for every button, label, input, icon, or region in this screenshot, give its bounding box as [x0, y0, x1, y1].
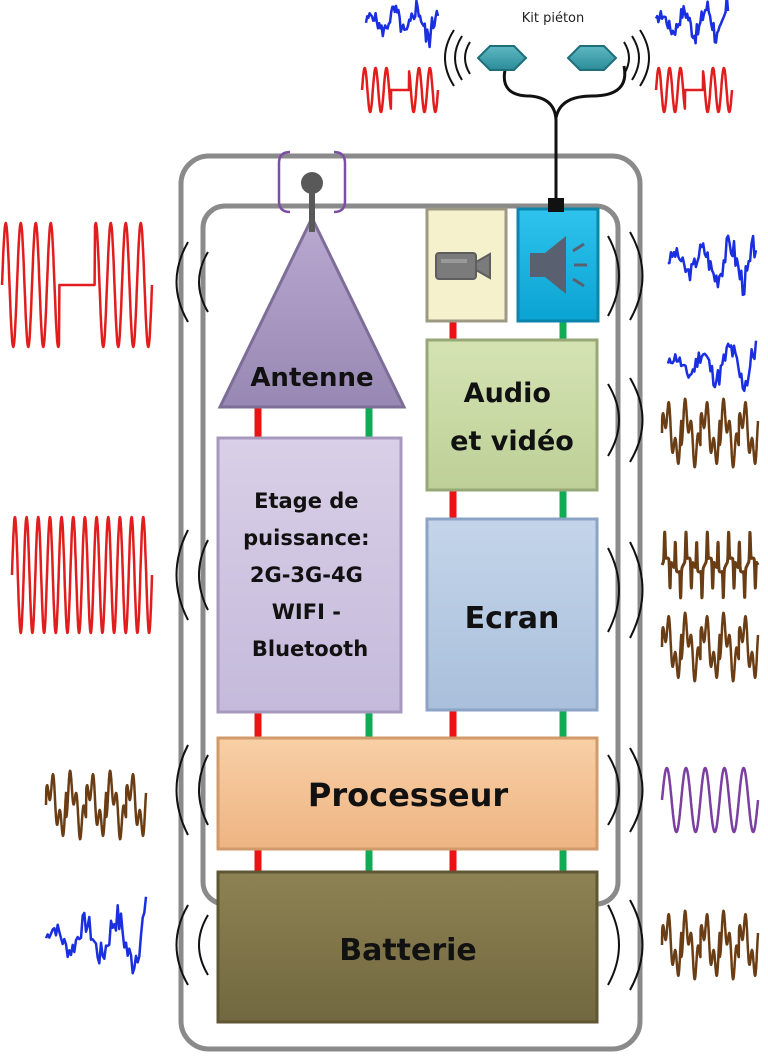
screen-block: Ecran	[425, 517, 599, 712]
power-line-3: 2G-3G-4G	[250, 563, 363, 587]
earbud-icon	[476, 45, 528, 71]
power-stage-label: Etage de puissance: 2G-3G-4G WIFI - Blue…	[243, 489, 377, 661]
antenna-signal-right	[333, 150, 347, 214]
power-line-4: WIFI -	[272, 600, 341, 624]
connection-links	[254, 321, 567, 872]
headset-label: Kit piéton	[522, 11, 585, 26]
processor-block: Processeur	[216, 736, 599, 851]
wave-brown	[660, 611, 760, 683]
camera-box	[425, 207, 508, 323]
screen-label: Ecran	[465, 601, 560, 636]
wave-blue	[44, 896, 148, 975]
audio-video-block: Audio et vidéo	[425, 338, 599, 492]
wave-red-pulsed	[0, 221, 154, 349]
power-stage-block: Etage de puissance: 2G-3G-4G WIFI - Blue…	[216, 436, 403, 714]
antenna-icon	[301, 172, 323, 194]
wave-purple	[660, 766, 760, 834]
audio-video-label: Audio et vidéo	[450, 378, 574, 457]
earbud-icon	[566, 45, 618, 71]
wave-red-pulsed	[360, 66, 440, 114]
headset: Kit piéton	[444, 11, 650, 212]
av-line-1: Audio	[464, 378, 551, 409]
wave-blue	[364, 0, 440, 49]
power-line-2: puissance:	[243, 526, 369, 550]
camera-icon	[435, 252, 491, 280]
headset-cable	[502, 69, 558, 209]
antenna-label: Antenne	[250, 363, 373, 393]
wave-red-pulsed	[654, 66, 734, 114]
wave-blue	[667, 234, 758, 297]
signal-waveforms	[0, 0, 760, 981]
wave-blue	[654, 0, 730, 45]
power-line-5: Bluetooth	[252, 637, 368, 661]
speaker-icon	[530, 236, 587, 294]
wave-brown	[660, 397, 760, 469]
battery-block: Batterie	[216, 870, 599, 1024]
processor-label: Processeur	[308, 776, 508, 814]
emission-arcs	[175, 231, 644, 991]
wave-blue	[666, 340, 758, 393]
battery-label: Batterie	[339, 933, 477, 968]
wave-brown	[44, 769, 148, 841]
headset-cable-right	[554, 65, 627, 119]
speaker-box	[516, 207, 600, 323]
wave-brown	[660, 909, 760, 981]
av-line-2: et vidéo	[450, 426, 574, 457]
power-line-1: Etage de	[254, 489, 358, 513]
antenna-block: Antenne	[217, 150, 407, 409]
wave-brown-spiky	[660, 530, 760, 600]
wave-red-sine	[10, 515, 154, 635]
antenna-signal-left	[277, 150, 291, 214]
